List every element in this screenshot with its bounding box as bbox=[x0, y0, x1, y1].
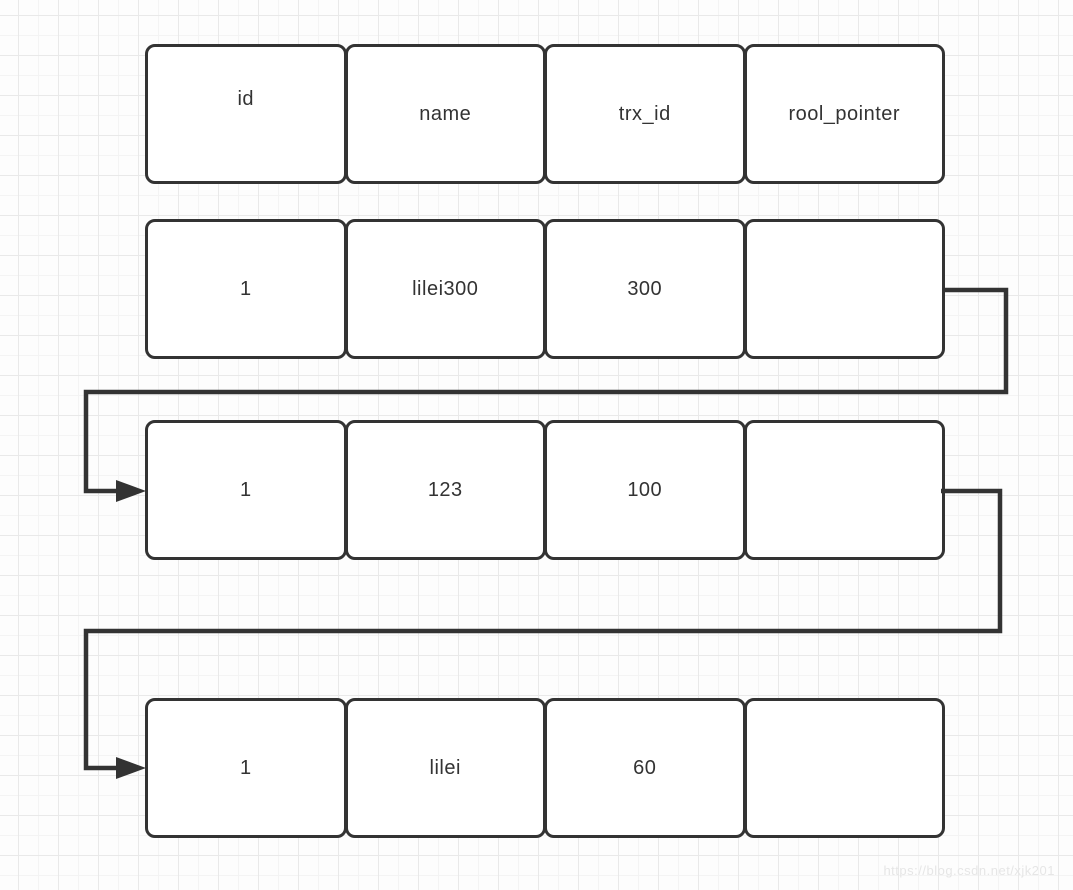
table-header-row: id name trx_id rool_pointer bbox=[145, 44, 945, 184]
header-label-name: name bbox=[419, 102, 472, 125]
header-label-rool-pointer: rool_pointer bbox=[788, 102, 901, 125]
version2-id-value: 1 bbox=[239, 756, 252, 779]
header-cell-id: id bbox=[145, 44, 347, 184]
version0-name-cell: lilei300 bbox=[344, 219, 546, 359]
version2-name-value: lilei bbox=[429, 756, 461, 779]
version2-id-cell: 1 bbox=[145, 698, 347, 838]
version0-id-cell: 1 bbox=[145, 219, 347, 359]
version2-rool-pointer-cell bbox=[743, 698, 945, 838]
version1-rool-pointer-cell bbox=[743, 420, 945, 560]
version0-trx-id-cell: 300 bbox=[544, 219, 746, 359]
header-label-id: id bbox=[237, 87, 255, 110]
version2-trx-id-value: 60 bbox=[633, 756, 657, 779]
version0-id-value: 1 bbox=[239, 277, 252, 300]
version0-rool-pointer-cell bbox=[743, 219, 945, 359]
arrowhead-icon bbox=[116, 757, 146, 779]
version1-trx-id-cell: 100 bbox=[544, 420, 746, 560]
version1-trx-id-value: 100 bbox=[627, 478, 663, 501]
version1-id-cell: 1 bbox=[145, 420, 347, 560]
version-row-2: 1 lilei 60 bbox=[145, 698, 945, 838]
version0-name-value: lilei300 bbox=[412, 277, 479, 300]
version2-trx-id-cell: 60 bbox=[544, 698, 746, 838]
version0-trx-id-value: 300 bbox=[627, 277, 663, 300]
header-cell-trx-id: trx_id bbox=[544, 44, 746, 184]
header-cell-name: name bbox=[344, 44, 546, 184]
arrowhead-icon bbox=[116, 480, 146, 502]
header-label-trx-id: trx_id bbox=[618, 102, 671, 125]
version2-name-cell: lilei bbox=[344, 698, 546, 838]
version-row-0: 1 lilei300 300 bbox=[145, 219, 945, 359]
version1-name-value: 123 bbox=[427, 478, 463, 501]
version-row-1: 1 123 100 bbox=[145, 420, 945, 560]
version1-name-cell: 123 bbox=[344, 420, 546, 560]
watermark-text: https://blog.csdn.net/xjk201 bbox=[883, 863, 1055, 878]
header-cell-rool-pointer: rool_pointer bbox=[743, 44, 945, 184]
version1-id-value: 1 bbox=[239, 478, 252, 501]
